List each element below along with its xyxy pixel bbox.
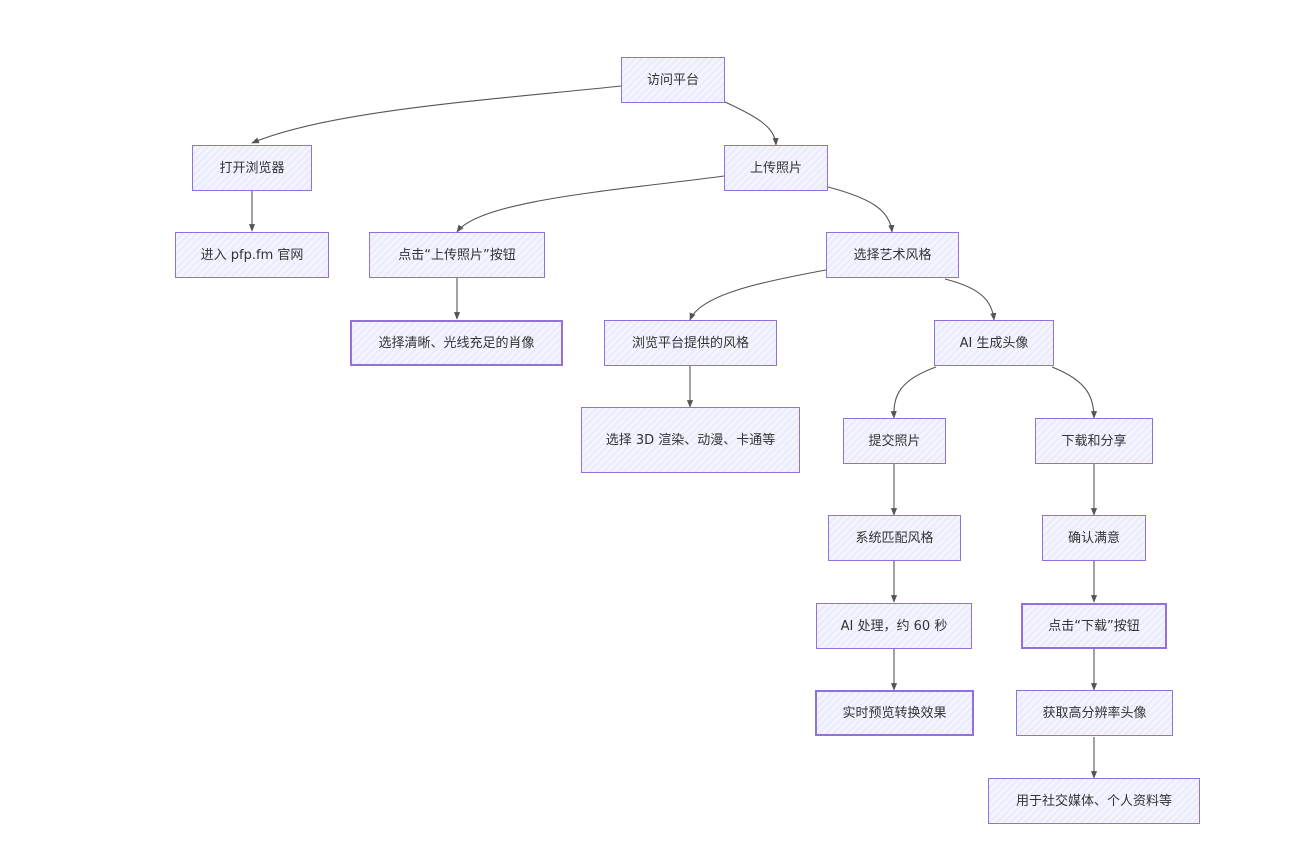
node-ai-processing[interactable]: AI 处理，约 60 秒 — [816, 603, 972, 649]
node-download-share-label: 下载和分享 — [1061, 433, 1127, 449]
node-select-style-types[interactable]: 选择 3D 渲染、动漫、卡通等 — [581, 407, 800, 473]
node-system-match-style[interactable]: 系统匹配风格 — [828, 515, 961, 561]
node-use-for-social-label: 用于社交媒体、个人资料等 — [1015, 793, 1172, 809]
node-system-match-style-label: 系统匹配风格 — [855, 530, 934, 546]
node-submit-photo[interactable]: 提交照片 — [843, 418, 946, 464]
edge-ai-generate-to-submit — [890, 366, 937, 419]
node-browse-styles[interactable]: 浏览平台提供的风格 — [604, 320, 777, 366]
node-confirm-satisfied-label: 确认满意 — [1067, 530, 1120, 546]
node-confirm-satisfied[interactable]: 确认满意 — [1042, 515, 1146, 561]
node-ai-processing-label: AI 处理，约 60 秒 — [840, 618, 948, 634]
node-get-hires-avatar-label: 获取高分辨率头像 — [1042, 705, 1147, 721]
node-click-download-button-label: 点击“下载”按钮 — [1048, 618, 1140, 634]
node-enter-site-label: 进入 pfp.fm 官网 — [200, 247, 304, 263]
node-open-browser[interactable]: 打开浏览器 — [192, 145, 312, 191]
node-choose-art-style-label: 选择艺术风格 — [853, 247, 932, 263]
node-realtime-preview[interactable]: 实时预览转换效果 — [815, 690, 974, 736]
edge-visit-to-upload — [724, 101, 779, 146]
node-visit-platform[interactable]: 访问平台 — [621, 57, 725, 103]
node-click-upload-button[interactable]: 点击“上传照片”按钮 — [369, 232, 545, 278]
node-upload-photo-label: 上传照片 — [749, 160, 802, 176]
node-download-share[interactable]: 下载和分享 — [1035, 418, 1153, 464]
node-select-style-types-label: 选择 3D 渲染、动漫、卡通等 — [605, 432, 776, 448]
node-click-upload-button-label: 点击“上传照片”按钮 — [398, 247, 516, 263]
edge-visit-to-browser — [251, 85, 622, 144]
node-choose-art-style[interactable]: 选择艺术风格 — [826, 232, 959, 278]
edge-upload-to-click-button — [456, 175, 725, 233]
node-open-browser-label: 打开浏览器 — [219, 160, 285, 176]
node-ai-generate-avatar[interactable]: AI 生成头像 — [934, 320, 1054, 366]
edge-ai-generate-to-download-share — [1051, 366, 1098, 419]
edge-choose-style-to-ai-generate — [944, 278, 997, 321]
node-click-download-button[interactable]: 点击“下载”按钮 — [1021, 603, 1167, 649]
edge-choose-style-to-browse — [689, 269, 827, 321]
edge-upload-to-choose-style — [827, 186, 895, 233]
node-choose-clear-portrait[interactable]: 选择清晰、光线充足的肖像 — [350, 320, 563, 366]
node-use-for-social[interactable]: 用于社交媒体、个人资料等 — [988, 778, 1200, 824]
node-ai-generate-avatar-label: AI 生成头像 — [959, 335, 1029, 351]
node-browse-styles-label: 浏览平台提供的风格 — [631, 335, 749, 351]
node-upload-photo[interactable]: 上传照片 — [724, 145, 828, 191]
node-realtime-preview-label: 实时预览转换效果 — [842, 705, 947, 721]
node-choose-clear-portrait-label: 选择清晰、光线充足的肖像 — [378, 335, 535, 351]
node-enter-site[interactable]: 进入 pfp.fm 官网 — [175, 232, 329, 278]
node-visit-platform-label: 访问平台 — [646, 72, 699, 88]
node-get-hires-avatar[interactable]: 获取高分辨率头像 — [1016, 690, 1173, 736]
node-submit-photo-label: 提交照片 — [868, 433, 921, 449]
